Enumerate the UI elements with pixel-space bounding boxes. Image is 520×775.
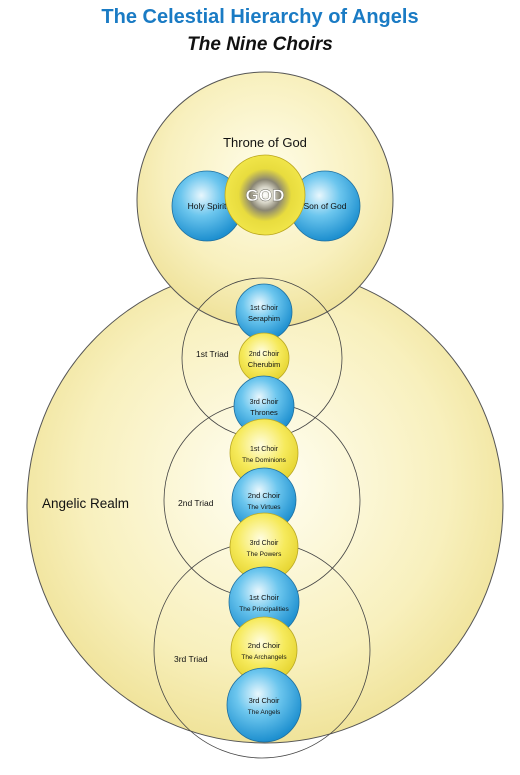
choir-sphere-circle [238,332,290,384]
god-sphere: GOD [224,154,306,236]
choir-name-label: Seraphim [248,314,280,323]
triad-3-label: 3rd Triad [174,654,208,664]
choir-number-label: 2nd Choir [248,641,281,650]
choir-number-label: 3rd Choir [249,696,280,705]
choir-name-label: The Archangels [241,654,287,661]
choir-number-label: 1st Choir [250,446,279,453]
son-of-god-sphere: Son of God [289,170,361,242]
angelic-realm-label: Angelic Realm [42,496,129,511]
choir-name-label: The Angels [248,709,281,716]
choir-name-label: The Principalities [239,606,289,613]
choir-number-label: 1st Choir [250,305,279,312]
diagram-subtitle: The Nine Choirs [187,34,333,55]
triad-2-label: 2nd Triad [178,498,214,508]
choir-name-label: The Powers [247,551,282,558]
choir-number-label: 1st Choir [249,593,280,602]
throne-label: Throne of God [223,135,307,150]
choir-sphere-circle [226,667,302,743]
diagram-title: The Celestial Hierarchy of Angels [101,6,419,28]
choir-number-label: 3rd Choir [250,540,279,547]
choir-number-label: 3rd Choir [250,399,279,406]
son-of-god-label: Son of God [303,201,346,211]
choir-name-label: The Dominions [242,457,286,464]
choir-name-label: The Virtues [247,504,281,511]
choir-name-label: Cherubim [248,360,281,369]
choir-name-label: Thrones [250,408,278,417]
choir-number-label: 2nd Choir [248,491,281,500]
choir-number-label: 2nd Choir [249,351,280,358]
holy-spirit-label: Holy Spirit [188,201,227,211]
choir-sphere-circle [235,283,293,341]
triad-1-label: 1st Triad [196,349,229,359]
god-label: GOD [246,186,285,205]
